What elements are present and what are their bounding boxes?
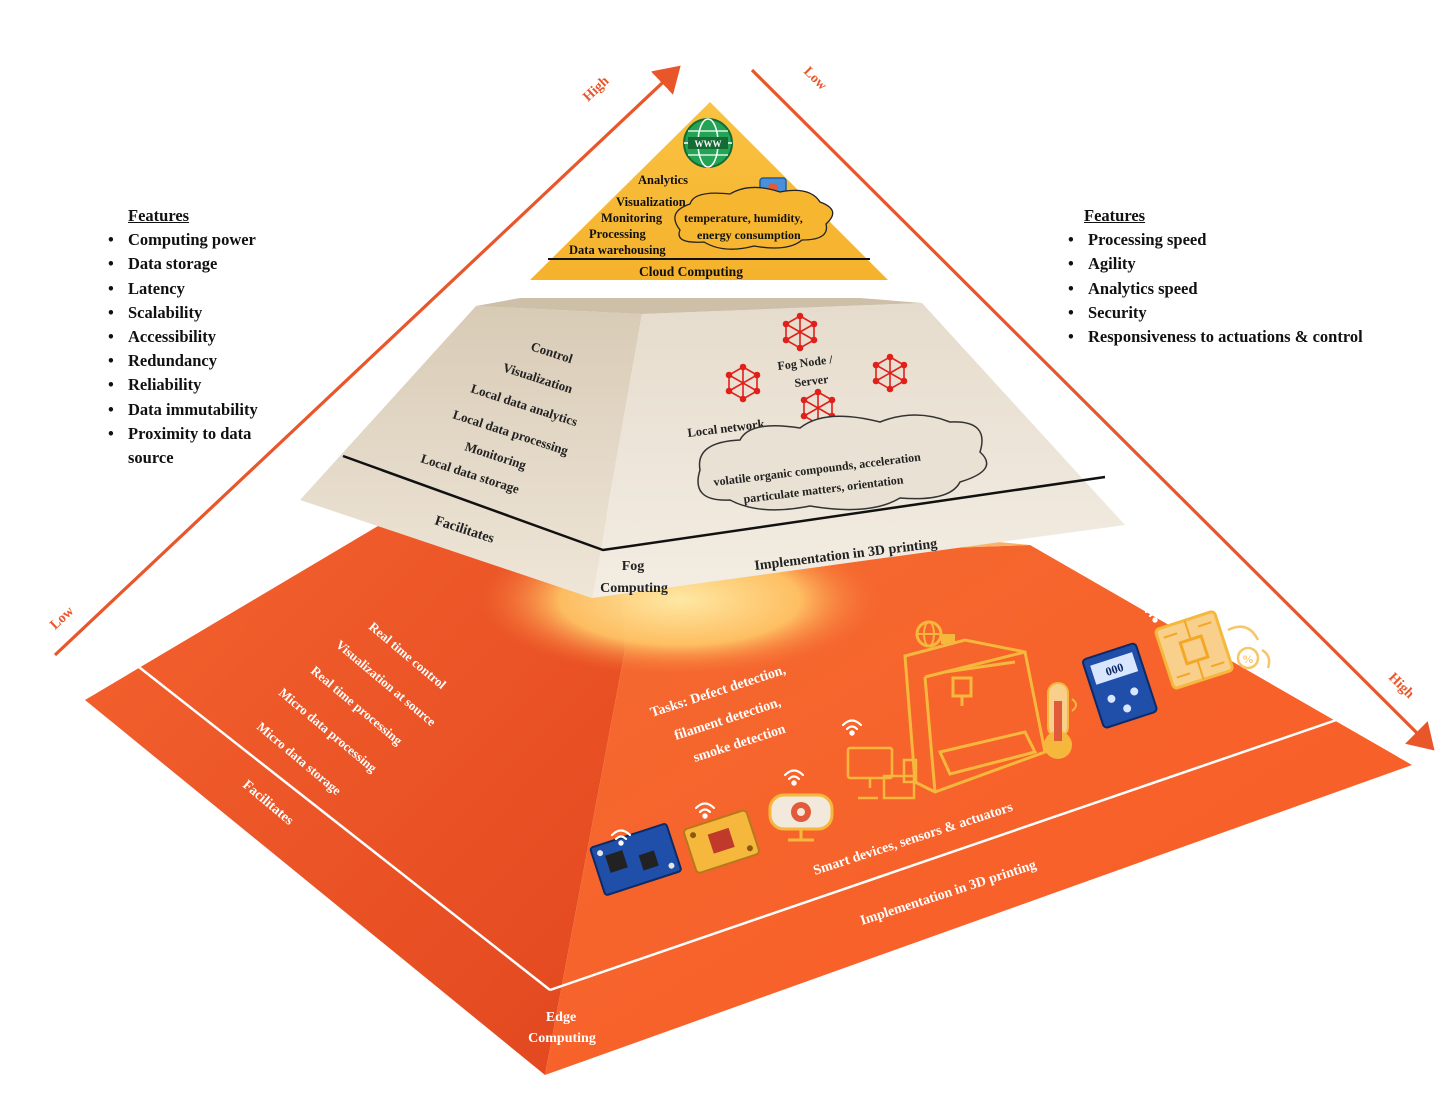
wifi-icon-group bbox=[610, 606, 1166, 846]
fog-top-face bbox=[476, 298, 922, 314]
fog-title-line1: Fog bbox=[622, 559, 645, 574]
wifi-icon bbox=[841, 719, 863, 736]
left-features-heading: Features bbox=[128, 206, 190, 225]
right-features-list: Features Processing speed Agility Analyt… bbox=[1068, 204, 1428, 349]
wifi-icon bbox=[783, 769, 805, 786]
fog-node-label-line2: Server bbox=[794, 372, 830, 390]
wifi-icon bbox=[610, 829, 632, 846]
left-feature-item: Latency bbox=[108, 277, 308, 301]
cloud-title: Cloud Computing bbox=[639, 264, 743, 279]
right-feature-item: Security bbox=[1068, 301, 1428, 325]
webcam-icon bbox=[768, 793, 834, 842]
cloud-function-item: Processing bbox=[589, 227, 646, 241]
cloud-function-item: Visualization bbox=[616, 195, 686, 209]
left-feature-item: Accessibility bbox=[108, 325, 308, 349]
fog-node-label-line1: Fog Node / bbox=[777, 352, 834, 373]
edge-left-divider bbox=[129, 659, 551, 991]
left-feature-item: Redundancy bbox=[108, 349, 308, 373]
left-arrow-low-label: Low bbox=[47, 603, 77, 633]
network-node-icon bbox=[782, 312, 818, 352]
edge-right-divider bbox=[549, 703, 1381, 992]
wifi-icon bbox=[1144, 606, 1166, 623]
left-feature-item: Scalability bbox=[108, 301, 308, 325]
right-features-heading: Features bbox=[1084, 206, 1146, 225]
chip-icon bbox=[1154, 610, 1234, 690]
right-feature-item: Processing speed bbox=[1068, 228, 1428, 252]
3d-printer-icon bbox=[903, 638, 1047, 794]
left-feature-item: Computing power bbox=[108, 228, 308, 252]
cloud-function-item: Data warehousing bbox=[569, 243, 666, 257]
microcontroller-icon bbox=[589, 823, 682, 896]
wifi-icon bbox=[694, 802, 716, 819]
svg-text:%: % bbox=[1242, 652, 1254, 666]
edge-title-line2: Computing bbox=[528, 1031, 596, 1046]
cloud-bubble-line: energy consumption bbox=[697, 228, 801, 242]
fog-data-bubble: volatile organic compounds, acceleration… bbox=[697, 414, 988, 511]
cloud-function-item: Analytics bbox=[638, 173, 688, 187]
cloud-bubble-line: temperature, humidity, bbox=[684, 211, 803, 225]
left-feature-item: Data storage bbox=[108, 252, 308, 276]
left-features-list: Features Computing power Data storage La… bbox=[108, 204, 308, 470]
fog-divider bbox=[342, 454, 1106, 552]
left-trend-arrow bbox=[53, 65, 681, 657]
right-feature-item: Analytics speed bbox=[1068, 277, 1428, 301]
globe-www-icon: WWW bbox=[683, 118, 733, 168]
network-node-icon bbox=[725, 363, 761, 403]
fog-left-face bbox=[300, 306, 642, 598]
edge-computing-layer bbox=[85, 515, 1412, 1075]
right-arrow-high-label: High bbox=[1385, 670, 1417, 702]
right-trend-arrow bbox=[750, 68, 1435, 751]
humidity-icon: % bbox=[1227, 625, 1271, 670]
left-arrow-high-label: High bbox=[580, 74, 612, 105]
cloud-functions-list: Analytics Visualization Monitoring Proce… bbox=[569, 173, 688, 257]
right-feature-item: Agility bbox=[1068, 252, 1428, 276]
right-arrow-low-label: Low bbox=[800, 64, 830, 94]
edge-title-line1: Edge bbox=[546, 1010, 576, 1025]
network-node-icon bbox=[872, 353, 908, 393]
edge-left-face bbox=[85, 520, 625, 1075]
thermometer-icon bbox=[1044, 682, 1077, 759]
globe-tag-icon bbox=[915, 620, 955, 648]
cloud-data-bubble: temperature, humidity, energy consumptio… bbox=[674, 186, 834, 250]
computer-icon bbox=[846, 746, 918, 800]
controller-icon: 000 bbox=[1082, 642, 1158, 729]
svg-text:000: 000 bbox=[1104, 660, 1125, 679]
svg-text:WWW: WWW bbox=[695, 139, 722, 149]
left-feature-item: Data immutability bbox=[108, 398, 308, 422]
right-feature-item: Responsiveness to actuations & control bbox=[1068, 325, 1428, 349]
fog-title-line2: Computing bbox=[600, 581, 668, 596]
cloud-function-item: Monitoring bbox=[601, 211, 663, 225]
left-feature-item: Proximity to data source bbox=[108, 422, 278, 470]
sensor-board-icon bbox=[683, 809, 760, 874]
left-feature-item: Reliability bbox=[108, 373, 308, 397]
